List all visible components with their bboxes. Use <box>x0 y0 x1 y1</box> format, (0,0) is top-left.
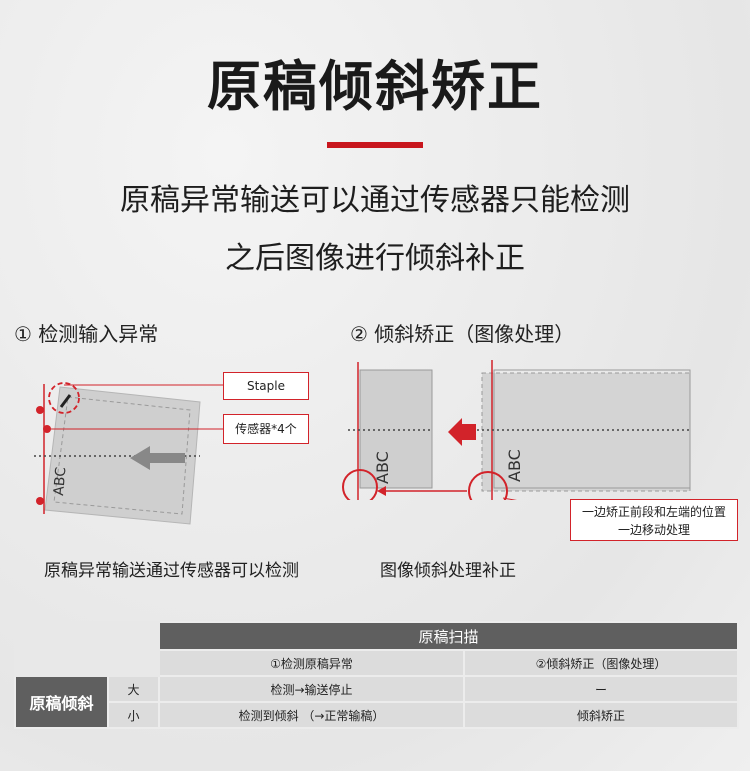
section1-caption: 原稿异常输送通过传感器可以检测 <box>44 561 299 581</box>
table-cell: ー <box>462 675 740 703</box>
note-line-2: 一边移动处理 <box>617 523 690 537</box>
spec-table: 原稿扫描 ①检测原稿异常 ②倾斜矫正（图像处理） 原稿倾斜 大 检测→输送停止 … <box>14 621 740 729</box>
subtitle: 原稿异常输送可以通过传感器只能检测 之后图像进行倾斜补正 <box>0 172 750 288</box>
paper-text-left: ABC <box>373 451 392 484</box>
table-size-small: 小 <box>107 701 160 729</box>
table-header-row: 原稿扫描 <box>14 621 740 677</box>
paper-text: ABC <box>51 466 69 496</box>
sensor-label: 传感器*4个 <box>223 414 309 444</box>
staple-highlight-icon <box>48 382 80 414</box>
correction-note: 一边矫正前段和左端的位置 一边移动处理 <box>570 499 738 541</box>
right-corner-circle-icon <box>468 471 508 500</box>
subtitle-line-2: 之后图像进行倾斜补正 <box>225 241 525 276</box>
subtitle-line-1: 原稿异常输送可以通过传感器只能检测 <box>120 183 630 218</box>
table-subheader-row: ①检测原稿异常 ②倾斜矫正（图像处理） <box>15 649 740 677</box>
original-paper-outline <box>493 369 691 489</box>
feed-arrow-icon <box>130 446 185 470</box>
table-row: 小 检测到倾斜 （→正常输稿） 倾斜矫正 <box>15 701 740 729</box>
original-paper <box>481 372 691 492</box>
table-corner <box>14 621 160 677</box>
section2-title: ② 倾斜矫正（图像处理） <box>350 322 575 346</box>
sensor-dot-icon <box>36 406 44 414</box>
table-cell: 倾斜矫正 <box>462 701 740 729</box>
table-col-correct: ②倾斜矫正（图像处理） <box>462 649 740 677</box>
note-line-1: 一边矫正前段和左端的位置 <box>581 505 726 519</box>
table-main-header: 原稿扫描 <box>157 621 740 651</box>
paper-inner-outline <box>53 396 191 515</box>
accent-bar <box>327 142 423 148</box>
section1-title: ① 检测输入异常 <box>14 322 159 346</box>
corrected-paper <box>359 369 433 489</box>
shift-arrow-head-icon <box>377 486 386 496</box>
table-cell: 检测→输送停止 <box>158 675 465 703</box>
table-col-detect: ①检测原稿异常 <box>158 649 465 677</box>
table-row: 原稿倾斜 大 检测→输送停止 ー <box>14 675 740 729</box>
staple-icon <box>59 394 72 408</box>
move-arrow-icon <box>448 418 476 446</box>
note-leader-line <box>502 497 518 500</box>
sensor-dot-icon <box>36 497 44 505</box>
skewed-paper <box>44 386 201 525</box>
paper-text-right: ABC <box>505 449 524 482</box>
table-row-header: 原稿倾斜 <box>14 675 109 729</box>
table-cell: 检测到倾斜 （→正常输稿） <box>158 701 465 729</box>
detect-diagram: ABC <box>34 382 223 525</box>
staple-label: Staple <box>223 372 309 400</box>
left-corner-circle-icon <box>342 469 378 500</box>
page-title: 原稿倾斜矫正 <box>207 55 543 118</box>
section2-caption: 图像倾斜处理补正 <box>380 561 516 581</box>
correction-diagram: ABC ABC <box>342 360 691 500</box>
table-size-large: 大 <box>107 675 160 703</box>
